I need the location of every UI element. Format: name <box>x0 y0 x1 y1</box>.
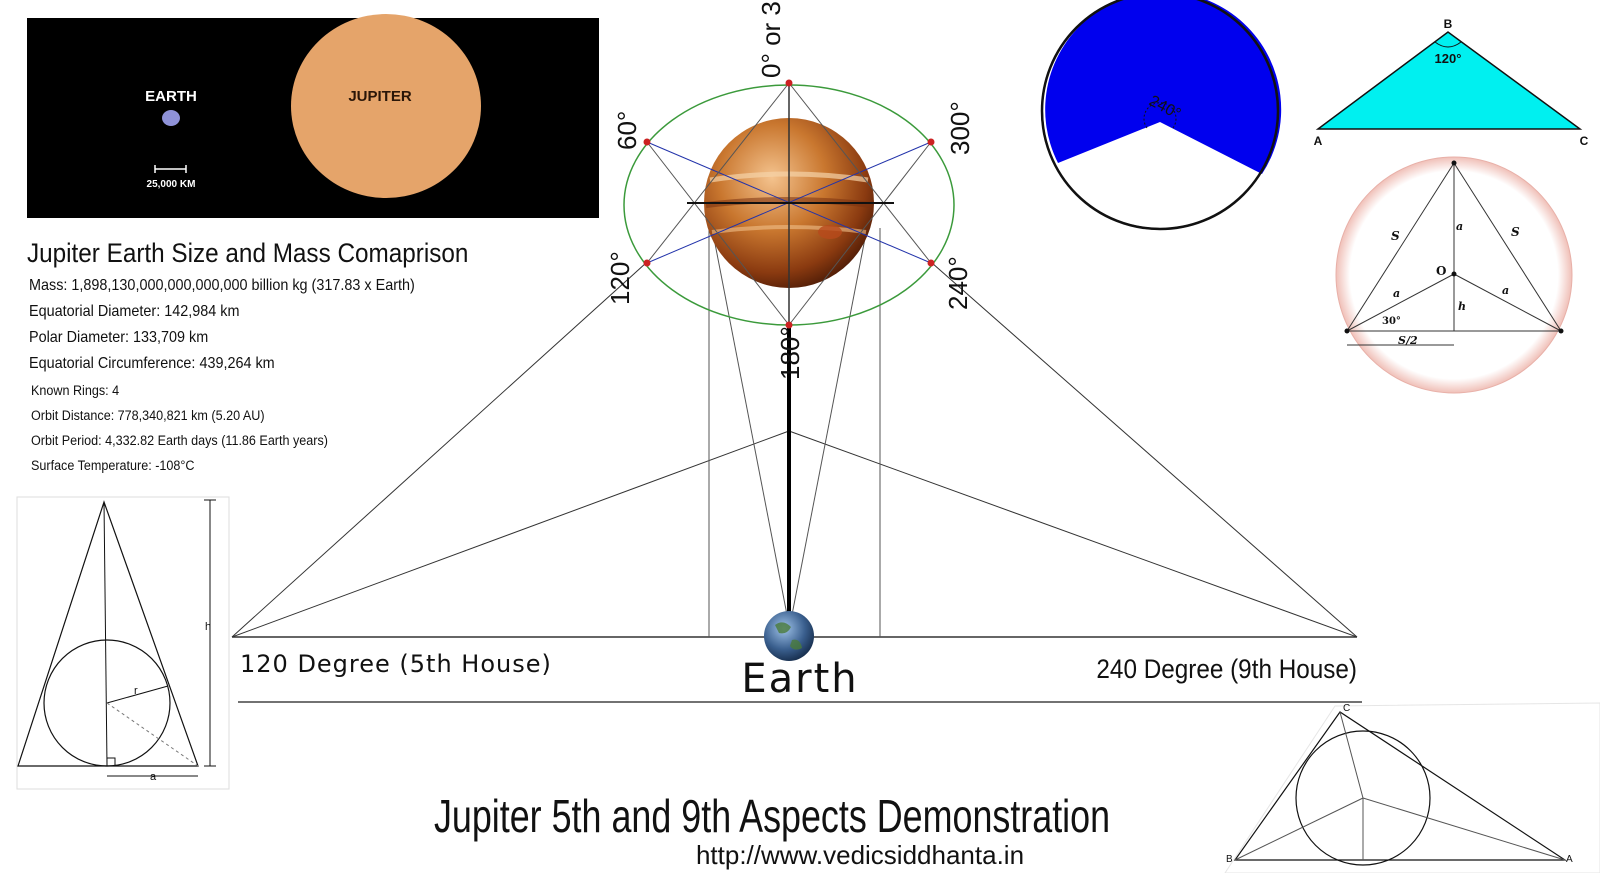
chord <box>788 82 932 264</box>
vertex-a: A <box>1314 134 1323 148</box>
bisector <box>1362 797 1566 861</box>
degree-label-300: 300° <box>945 101 975 155</box>
degree-label-60: 60° <box>612 111 642 150</box>
node-300 <box>927 138 935 146</box>
chord <box>788 141 932 326</box>
incircle-card <box>1224 702 1600 873</box>
converge-left <box>711 227 789 621</box>
fact-line: Equatorial Diameter: 142,984 km <box>29 302 239 320</box>
triangle-abc-figure: B A C 120° <box>1314 17 1589 148</box>
label-r: r <box>134 685 138 697</box>
chord <box>646 82 790 264</box>
construction-line <box>106 702 199 767</box>
vertex-dot <box>1451 160 1457 166</box>
radius-r <box>106 685 169 704</box>
right-angle-mark <box>106 757 116 767</box>
earth-landmass <box>775 622 802 650</box>
footer-url[interactable]: http://www.vedicsiddhanta.in <box>696 840 1024 870</box>
incircle <box>1295 730 1431 866</box>
degree-label-120: 120° <box>605 251 635 305</box>
triangle-angle-label: 120° <box>1435 51 1462 66</box>
earth-planet <box>764 611 814 661</box>
fact-line: Surface Temperature: -108°C <box>31 457 195 473</box>
fact-line: Polar Diameter: 133,709 km <box>29 328 208 346</box>
pie-outline <box>1040 0 1280 231</box>
earth-label: EARTH <box>145 88 197 105</box>
node-240 <box>927 259 935 267</box>
bisector <box>1234 797 1364 861</box>
label-h: h <box>205 621 211 633</box>
vertex-b: B <box>1444 17 1453 31</box>
center-dot <box>1451 271 1457 277</box>
aspect-diagram: 0° or 360° 60° 300° 120° 240° 180° 120 D… <box>231 0 1362 703</box>
degree-label-180: 180° <box>775 326 805 380</box>
inner-triangle-left <box>231 430 790 638</box>
label-9th-house: 240 Degree (9th House) <box>1096 655 1357 684</box>
vertex-b: B <box>1226 854 1233 865</box>
radius-left <box>1346 273 1455 332</box>
incircle-figure: C B A <box>1224 702 1600 873</box>
cone-axis <box>103 501 108 767</box>
label-a-right: a <box>1502 284 1509 297</box>
footer-title: Jupiter 5th and 9th Aspects Demonstratio… <box>434 791 1110 842</box>
label-5th-house: 120 Degree (5th House) <box>240 650 552 678</box>
earth-disc <box>162 110 180 126</box>
pie-sector-figure: 240° <box>1040 0 1282 231</box>
facts-block: Jupiter Earth Size and Mass Comaprison M… <box>27 239 468 473</box>
pie-sector <box>1045 0 1282 174</box>
triangle-abc <box>1315 31 1583 130</box>
label-s-left: S <box>1391 229 1400 243</box>
node-0 <box>785 79 793 87</box>
vertex-a: A <box>1566 854 1573 865</box>
vertex-c: C <box>1343 703 1350 714</box>
fact-line: Equatorial Circumference: 439,264 km <box>29 354 275 372</box>
facts-title: Jupiter Earth Size and Mass Comaprison <box>27 239 468 268</box>
node-180 <box>785 321 793 329</box>
cone-card <box>16 496 230 790</box>
footer: Jupiter 5th and 9th Aspects Demonstratio… <box>434 791 1110 870</box>
aspect-line-240 <box>931 262 1358 638</box>
fact-line: Orbit Period: 4,332.82 Earth days (11.86… <box>31 432 328 448</box>
label-o: O <box>1436 264 1446 278</box>
cone-figure: h r a <box>16 496 230 790</box>
jupiter-label: JUPITER <box>348 88 412 105</box>
degree-label-0-360: 0° or 360° <box>756 0 786 78</box>
label-s-half: S/2 <box>1398 334 1418 347</box>
pie-angle-arc <box>1143 102 1177 129</box>
label-h: h <box>1458 300 1466 313</box>
chord <box>646 141 790 326</box>
triangle-angle-arc <box>1434 41 1462 48</box>
scale-label: 25,000 KM <box>147 179 196 190</box>
node-120 <box>643 259 651 267</box>
label-a-left: a <box>1393 287 1400 300</box>
incircle-triangle <box>1233 711 1568 861</box>
inscribed-triangle-figure: S S a O a a h 30° S/2 <box>1335 156 1573 394</box>
label-s-right: S <box>1511 225 1520 239</box>
vertex-dot <box>1558 328 1564 334</box>
fact-line: Orbit Distance: 778,340,821 km (5.20 AU) <box>31 407 265 423</box>
size-comparison-panel: EARTH JUPITER 25,000 KM <box>27 14 599 218</box>
fact-line: Known Rings: 4 <box>31 382 119 398</box>
vertex-dot <box>1344 328 1350 334</box>
aspect-line-120 <box>231 262 647 638</box>
node-60 <box>643 138 651 146</box>
converge-right <box>790 227 868 621</box>
degree-label-240: 240° <box>943 256 973 310</box>
label-a-top: a <box>1456 220 1463 233</box>
vertex-c: C <box>1580 134 1589 148</box>
earth-label-large: Earth <box>741 656 858 702</box>
great-red-spot <box>818 225 842 239</box>
jupiter-disc <box>291 14 481 198</box>
radius-right <box>1453 273 1562 332</box>
fact-line: Mass: 1,898,130,000,000,000,000 billion … <box>29 276 415 294</box>
label-30-deg: 30° <box>1382 316 1401 327</box>
inner-triangle-right <box>788 430 1358 638</box>
bisector <box>1339 711 1364 799</box>
label-a: a <box>150 771 157 783</box>
